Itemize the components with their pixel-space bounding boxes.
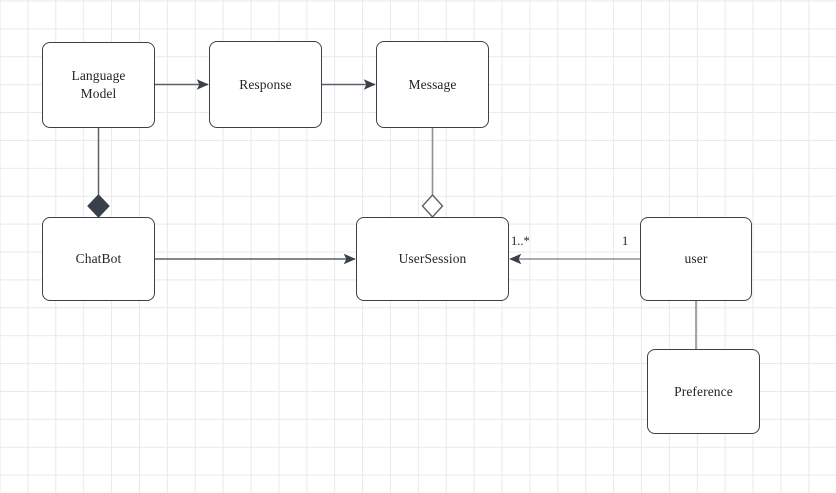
node-user[interactable]: user	[640, 217, 752, 301]
node-response[interactable]: Response	[209, 41, 322, 128]
node-label: UserSession	[398, 251, 467, 267]
hollow-diamond-marker	[421, 193, 444, 219]
node-label: ChatBot	[75, 251, 122, 267]
node-message[interactable]: Message	[376, 41, 489, 128]
node-label: user	[684, 251, 708, 267]
multiplicity-label-usersession: 1..*	[511, 234, 530, 248]
node-label: Preference	[674, 383, 733, 399]
node-usersession[interactable]: UserSession	[356, 217, 509, 301]
edge-language-model-to-chatbot	[87, 128, 110, 218]
node-label: Message	[408, 76, 457, 92]
filled-diamond-marker	[87, 194, 110, 218]
edge-message-to-usersession	[421, 128, 444, 219]
multiplicity-label-user: 1	[622, 234, 629, 248]
node-label: Language Model	[71, 68, 126, 101]
node-chatbot[interactable]: ChatBot	[42, 217, 155, 301]
node-language-model[interactable]: Language Model	[42, 42, 155, 128]
node-preference[interactable]: Preference	[647, 349, 760, 434]
node-label: Response	[239, 76, 292, 92]
